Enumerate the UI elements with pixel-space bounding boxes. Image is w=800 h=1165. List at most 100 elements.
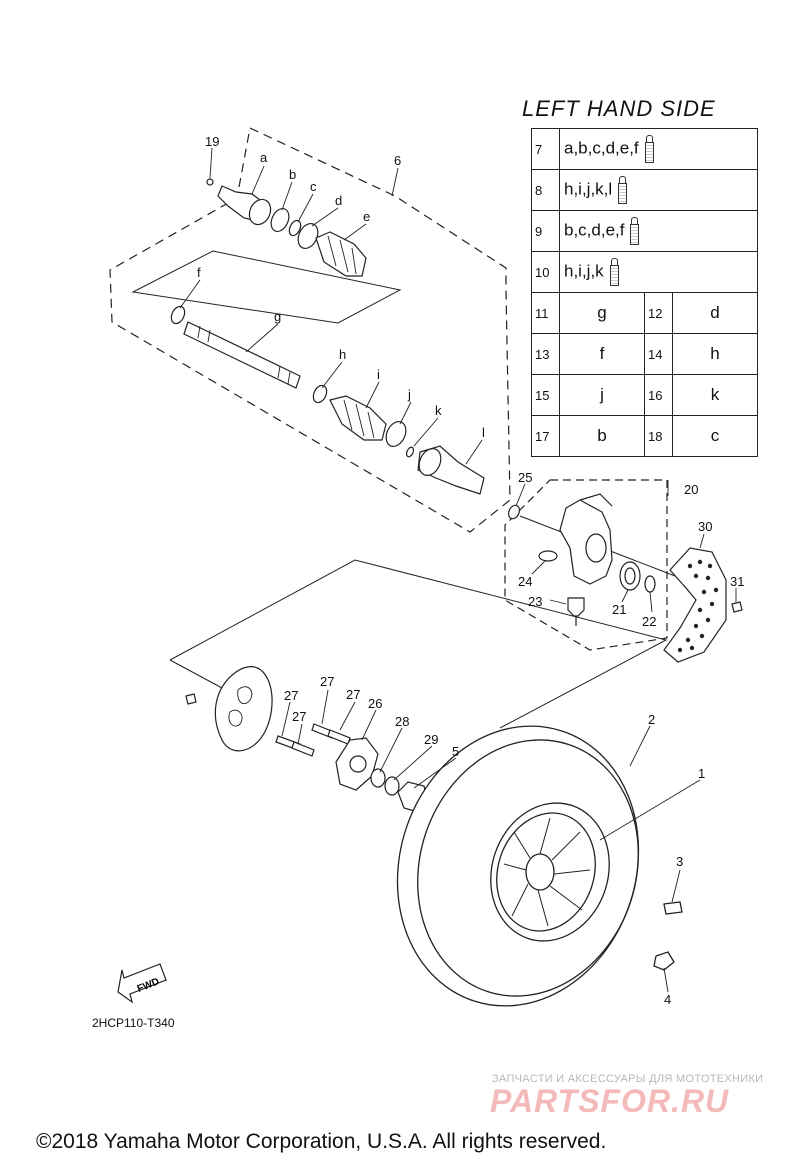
steering-knuckle-20 xyxy=(559,499,613,585)
legend-num: 10 xyxy=(531,251,560,293)
boot-e xyxy=(315,231,367,277)
callout-21: 21 xyxy=(612,602,626,617)
legend-value: a,b,c,d,e,f xyxy=(564,138,639,158)
callout-h: h xyxy=(339,347,346,362)
callout-l: l xyxy=(482,425,485,440)
callout-26: 26 xyxy=(368,696,382,711)
callout-28: 28 xyxy=(395,714,409,729)
legend-row: 17 b 18 c xyxy=(531,415,758,457)
legend-value: h,i,j,k xyxy=(564,261,604,281)
callout-6: 6 xyxy=(394,153,401,168)
ball-joint-23 xyxy=(567,597,585,617)
joint-kit-outline xyxy=(131,250,402,324)
legend-text: j xyxy=(559,374,645,416)
grease-tube-icon xyxy=(609,258,619,286)
hub-assembly-outline xyxy=(169,559,668,729)
legend-text: h,i,j,k xyxy=(559,251,758,293)
legend-num: 8 xyxy=(531,169,560,211)
shaft-assembly-dashed-outline xyxy=(109,127,511,533)
grease-tube-icon xyxy=(630,217,640,245)
seal-25 xyxy=(507,504,521,520)
clamp-f xyxy=(170,305,186,325)
legend-num: 16 xyxy=(644,374,673,416)
legend-text: h xyxy=(672,333,758,375)
copyright-notice: ©2018 Yamaha Motor Corporation, U.S.A. A… xyxy=(36,1130,607,1153)
diagram-title: LEFT HAND SIDE xyxy=(522,96,716,121)
boot-i xyxy=(329,395,387,441)
watermark-logo: PARTSFOR.RU xyxy=(490,1083,730,1119)
callout-31: 31 xyxy=(730,574,744,589)
legend-num: 9 xyxy=(531,210,560,252)
wheel-nut-4 xyxy=(653,951,675,971)
bolt-31 xyxy=(731,601,743,613)
legend-num: 11 xyxy=(531,292,560,334)
fwd-arrow-icon: FWD xyxy=(117,963,167,1004)
callout-c: c xyxy=(310,179,317,194)
callout-2: 2 xyxy=(648,712,655,727)
hub-parts xyxy=(185,666,429,813)
callout-27-a: 27 xyxy=(284,688,298,703)
legend-num: 7 xyxy=(531,128,560,170)
legend-text: h,i,j,k,l xyxy=(559,169,758,211)
legend-num: 13 xyxy=(531,333,560,375)
drive-shaft-parts xyxy=(170,178,521,520)
stud-27-b xyxy=(291,741,315,757)
callout-25: 25 xyxy=(518,470,532,485)
clamp-b xyxy=(270,208,290,232)
callout-j: j xyxy=(407,387,411,402)
callout-30: 30 xyxy=(698,519,712,534)
circlip-24 xyxy=(538,550,558,562)
callout-27-c: 27 xyxy=(346,687,360,702)
legend-row: 11 g 12 d xyxy=(531,292,758,334)
stud-27-d xyxy=(327,729,351,745)
callout-24: 24 xyxy=(518,574,532,589)
legend-text: f xyxy=(559,333,645,375)
callout-b: b xyxy=(289,167,296,182)
callout-3: 3 xyxy=(676,854,683,869)
grease-tube-icon xyxy=(618,176,628,204)
legend-text: g xyxy=(559,292,645,334)
callout-5: 5 xyxy=(452,744,459,759)
legend-text: b xyxy=(559,415,645,457)
legend-text: a,b,c,d,e,f xyxy=(559,128,758,170)
callout-e: e xyxy=(363,209,370,224)
legend-num: 15 xyxy=(531,374,560,416)
callout-29: 29 xyxy=(424,732,438,747)
brake-disc xyxy=(214,666,273,752)
legend-value: b,c,d,e,f xyxy=(564,220,625,240)
knuckle-parts xyxy=(538,493,743,663)
legend-value: h,i,j,k,l xyxy=(564,179,613,199)
legend-text: d xyxy=(672,292,758,334)
legend-num: 17 xyxy=(531,415,560,457)
legend-text: k xyxy=(672,374,758,416)
callout-f: f xyxy=(197,265,201,280)
wheel-1 xyxy=(490,802,610,942)
callout-1: 1 xyxy=(698,766,705,781)
diagram-code: 2HCP110-T340 xyxy=(92,1016,175,1030)
watermark-tagline: ЗАПЧАСТИ И АКСЕССУАРЫ ДЛЯ МОТОТЕХНИКИ xyxy=(492,1073,764,1085)
callout-27-d: 27 xyxy=(292,709,306,724)
legend-row: 7 a,b,c,d,e,f xyxy=(531,128,758,170)
band-j xyxy=(385,421,407,447)
knuckle-dashed-outline xyxy=(504,479,668,651)
brake-guard-30 xyxy=(663,547,727,663)
valve-3 xyxy=(663,901,683,915)
legend-row: 15 j 16 k xyxy=(531,374,758,416)
washer-28 xyxy=(370,768,386,788)
legend-row: 9 b,c,d,e,f xyxy=(531,210,758,252)
callout-4: 4 xyxy=(664,992,671,1007)
circlip-19 xyxy=(206,178,214,186)
circlip-22 xyxy=(644,575,656,593)
callout-27-b: 27 xyxy=(320,674,334,689)
ring-k xyxy=(405,446,415,458)
grease-tube-icon xyxy=(644,135,654,163)
shaft-g xyxy=(183,321,301,389)
callout-d: d xyxy=(335,193,342,208)
legend-num: 14 xyxy=(644,333,673,375)
callout-22: 22 xyxy=(642,614,656,629)
tire-2 xyxy=(396,725,640,1007)
callout-23: 23 xyxy=(528,594,542,609)
legend-row: 13 f 14 h xyxy=(531,333,758,375)
callout-g: g xyxy=(274,309,281,324)
callout-i: i xyxy=(377,367,380,382)
